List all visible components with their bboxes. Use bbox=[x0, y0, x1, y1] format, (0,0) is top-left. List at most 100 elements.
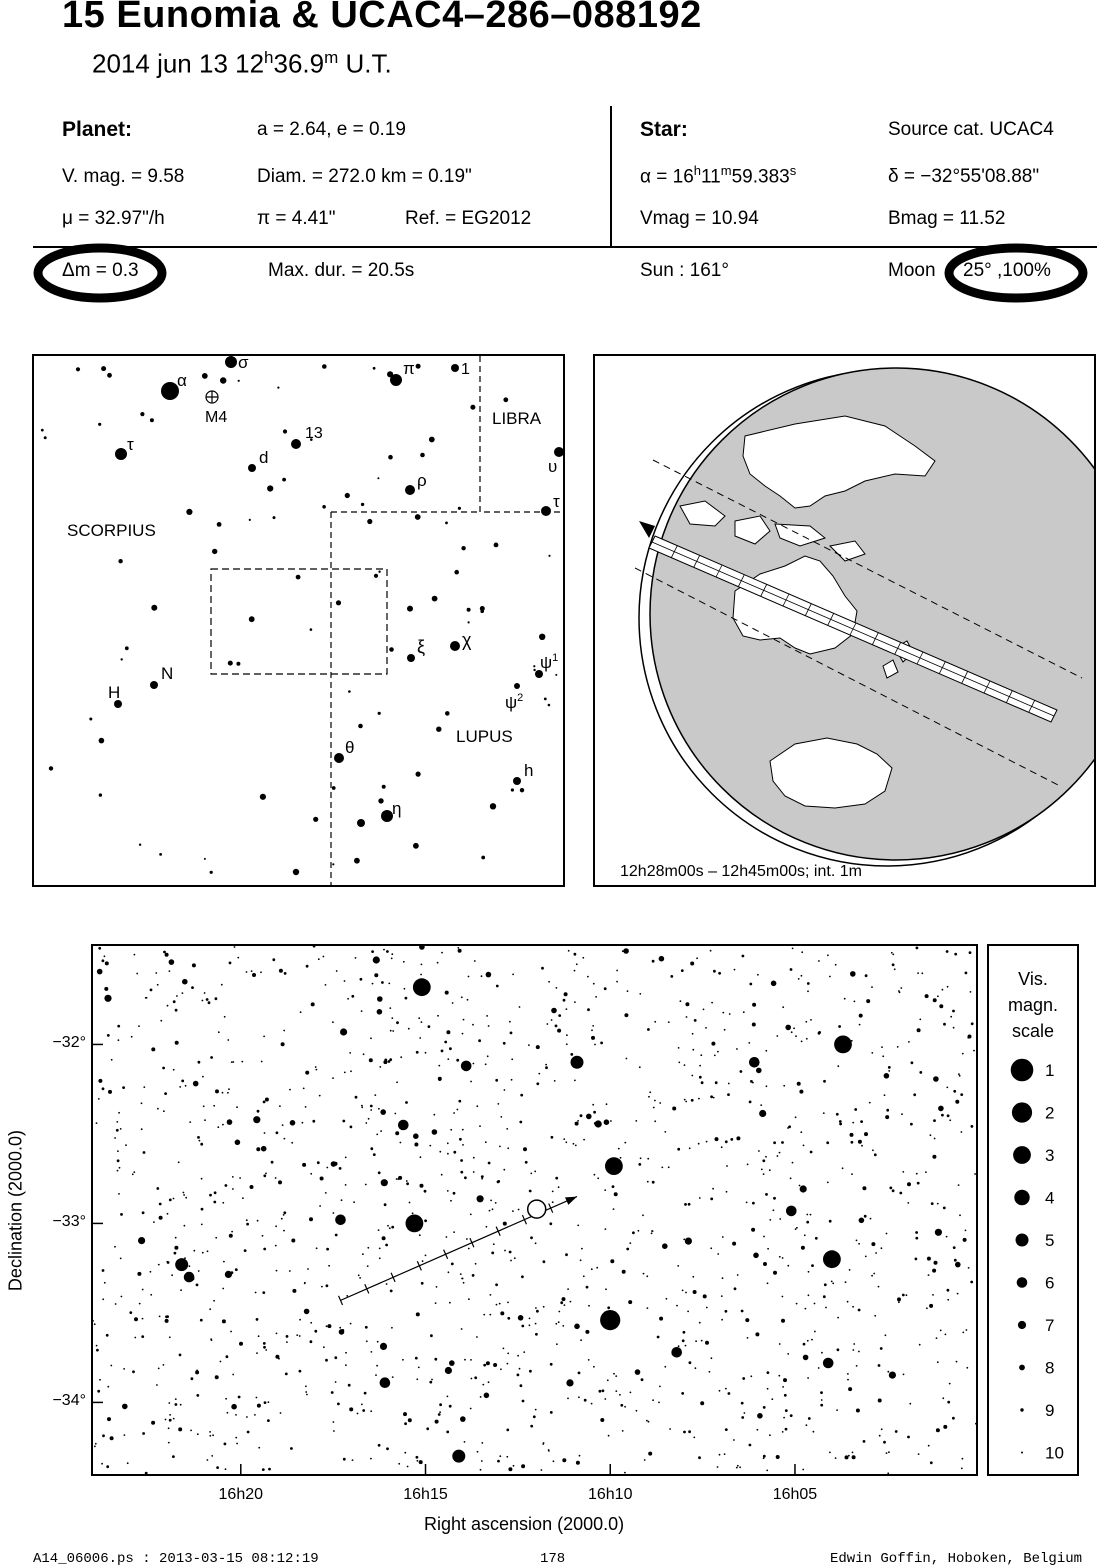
field-star bbox=[309, 1340, 313, 1344]
field-star bbox=[927, 1274, 930, 1276]
field-star bbox=[583, 1398, 587, 1402]
field-star bbox=[399, 1141, 402, 1144]
field-star bbox=[107, 1385, 110, 1388]
field-star bbox=[851, 1455, 856, 1460]
field-star bbox=[404, 1422, 407, 1426]
field-star bbox=[304, 1106, 307, 1108]
field-star bbox=[817, 1367, 820, 1369]
field-star bbox=[489, 1313, 492, 1316]
field-star bbox=[823, 1079, 826, 1083]
legend-label: 2 bbox=[1045, 1104, 1054, 1123]
map-star bbox=[309, 628, 313, 631]
map-star bbox=[354, 857, 360, 864]
field-star bbox=[891, 1189, 895, 1193]
bright-star bbox=[175, 1258, 189, 1272]
field-star bbox=[326, 1166, 329, 1169]
field-star bbox=[446, 1430, 450, 1434]
map-star bbox=[510, 788, 514, 792]
map-star bbox=[138, 843, 142, 846]
field-star bbox=[397, 1178, 400, 1180]
field-star bbox=[376, 1009, 383, 1015]
field-star bbox=[841, 1167, 844, 1170]
field-star bbox=[781, 1431, 784, 1433]
field-star bbox=[131, 1173, 134, 1176]
field-star bbox=[847, 1373, 849, 1375]
field-star bbox=[439, 1403, 442, 1407]
field-star bbox=[517, 1354, 519, 1357]
field-star bbox=[650, 1232, 653, 1235]
map-star bbox=[493, 542, 499, 548]
field-star bbox=[871, 1052, 874, 1054]
field-star bbox=[106, 1465, 110, 1469]
field-star bbox=[679, 1000, 682, 1003]
field-star bbox=[362, 1253, 364, 1256]
field-star bbox=[344, 1156, 347, 1159]
field-star bbox=[864, 1255, 867, 1258]
field-star bbox=[953, 1258, 957, 1262]
field-star bbox=[677, 1047, 680, 1049]
field-star bbox=[122, 1086, 125, 1089]
field-star bbox=[579, 1259, 582, 1262]
field-star bbox=[184, 1084, 187, 1087]
field-star bbox=[787, 1264, 790, 1267]
map-star bbox=[533, 665, 536, 668]
field-star bbox=[661, 1166, 664, 1169]
field-star bbox=[733, 1439, 735, 1441]
field-star bbox=[366, 1265, 369, 1267]
field-star bbox=[871, 1242, 876, 1247]
field-star bbox=[709, 949, 712, 952]
field-star bbox=[394, 1112, 397, 1115]
map-star bbox=[415, 771, 421, 777]
map-star bbox=[407, 605, 413, 612]
bright-star bbox=[412, 978, 431, 997]
field-star bbox=[659, 1385, 661, 1388]
field-star bbox=[946, 985, 949, 988]
field-star bbox=[720, 1146, 723, 1149]
field-star bbox=[415, 1455, 419, 1459]
field-star bbox=[799, 1089, 804, 1094]
field-star bbox=[713, 1054, 716, 1057]
field-star bbox=[230, 1330, 233, 1333]
path-tick bbox=[715, 564, 723, 578]
field-star bbox=[386, 950, 389, 953]
field-star bbox=[877, 1398, 882, 1403]
field-star bbox=[616, 969, 618, 972]
field-star bbox=[263, 1401, 267, 1404]
field-star bbox=[93, 1323, 96, 1326]
field-star bbox=[485, 1361, 490, 1366]
field-star bbox=[158, 1215, 163, 1220]
field-star bbox=[575, 1460, 580, 1465]
field-star bbox=[521, 1275, 524, 1279]
bright-star bbox=[183, 1271, 195, 1283]
field-star bbox=[763, 1262, 767, 1266]
field-star bbox=[283, 1029, 286, 1032]
field-star bbox=[486, 1015, 488, 1017]
field-star bbox=[677, 1345, 680, 1348]
ut-text: U.T. bbox=[345, 48, 392, 79]
field-star bbox=[857, 1139, 862, 1144]
field-star bbox=[231, 1176, 234, 1178]
field-star bbox=[261, 1468, 265, 1471]
map-star bbox=[335, 600, 342, 606]
field-star bbox=[281, 1124, 284, 1126]
map-star bbox=[220, 377, 227, 384]
field-star bbox=[499, 1145, 501, 1148]
field-star bbox=[217, 1126, 220, 1129]
field-star bbox=[424, 1254, 427, 1257]
field-star bbox=[141, 1317, 144, 1320]
field-star bbox=[144, 1471, 148, 1474]
field-star bbox=[211, 1455, 214, 1457]
field-star bbox=[825, 1306, 827, 1309]
field-star bbox=[404, 1451, 407, 1454]
map-star bbox=[331, 786, 336, 790]
field-star bbox=[180, 1289, 182, 1292]
map-star bbox=[186, 508, 193, 515]
field-star bbox=[449, 1047, 452, 1051]
field-star bbox=[391, 1225, 395, 1229]
field-star bbox=[838, 1120, 842, 1123]
field-star bbox=[444, 1366, 452, 1375]
field-star bbox=[768, 1169, 771, 1172]
cluster-label-m4: M4 bbox=[205, 409, 227, 426]
field-star bbox=[420, 1021, 423, 1023]
field-star bbox=[299, 1318, 301, 1321]
